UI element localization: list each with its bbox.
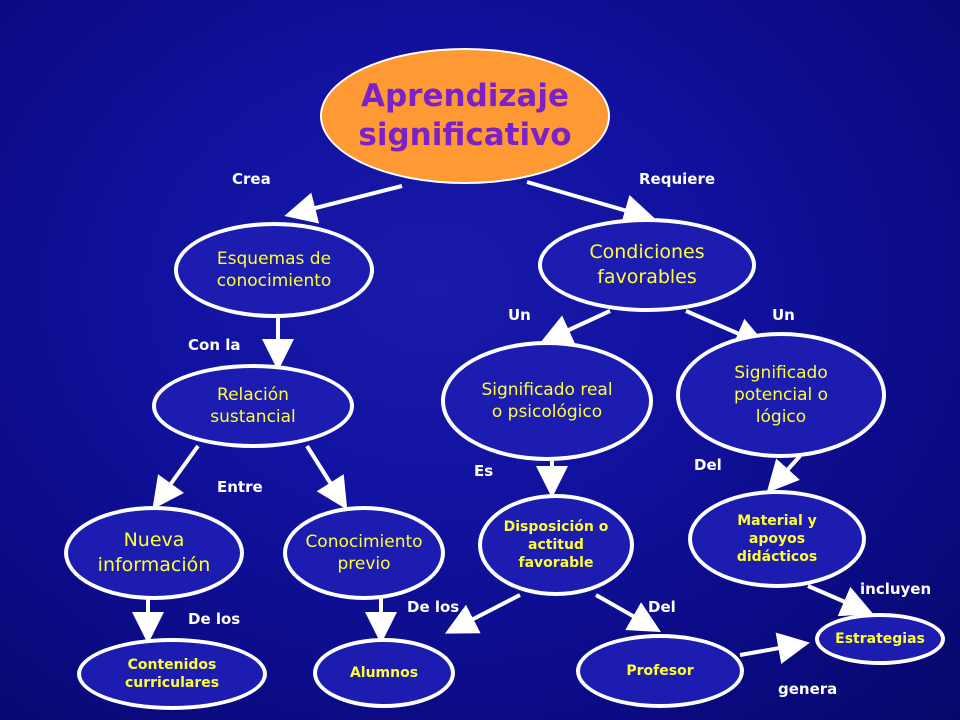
node-condiciones-text: Condiciones favorables xyxy=(589,241,705,288)
label-del-profesor: Del xyxy=(648,598,676,616)
label-un-right: Un xyxy=(772,306,795,324)
arrow-disposicion-to-profesor xyxy=(595,593,661,632)
label-entre: Entre xyxy=(217,478,263,496)
node-conocimiento-previo: Conocimiento previo xyxy=(283,506,445,600)
node-alumnos-text: Alumnos xyxy=(349,664,419,681)
node-material-text: Material y apoyos didácticos xyxy=(736,512,818,566)
node-nueva-text: Nueva información xyxy=(97,529,211,576)
arrow-relacion-to-nueva xyxy=(152,444,200,510)
node-aprendizaje-significativo: Aprendizaje significativo xyxy=(320,48,610,184)
arrow-main-to-condiciones xyxy=(526,180,656,226)
node-contenidos-text: Contenidos curriculares xyxy=(124,656,220,691)
node-disposicion-text: Disposición o actitud favorable xyxy=(503,518,609,572)
node-alumnos: Alumnos xyxy=(313,638,455,708)
label-crea: Crea xyxy=(232,170,271,188)
node-aprendizaje-significativo-text: Aprendizaje significativo xyxy=(358,78,572,153)
node-material-apoyos: Material y apoyos didácticos xyxy=(688,490,866,588)
label-incluyen: incluyen xyxy=(860,580,932,598)
arrow-disposicion-to-alumnos xyxy=(444,593,521,634)
node-profesor: Profesor xyxy=(576,634,744,708)
node-profesor-text: Profesor xyxy=(626,662,694,679)
label-con-la: Con la xyxy=(188,336,241,354)
node-estrategias-text: Estrategias xyxy=(835,630,925,647)
node-esquemas-de-conocimiento: Esquemas de conocimiento xyxy=(174,222,374,318)
node-significado-real-text: Significado real o psicológico xyxy=(481,379,613,422)
arrow-material-to-estrategias xyxy=(807,584,874,617)
node-condiciones-favorables: Condiciones favorables xyxy=(538,218,756,312)
arrow-sig-potencial-to-material xyxy=(766,454,802,493)
arrow-relacion-to-conocimiento xyxy=(305,444,348,510)
node-esquemas-text: Esquemas de conocimiento xyxy=(216,248,332,291)
label-de-los-alumnos: De los xyxy=(407,598,460,616)
arrow-main-to-esquemas xyxy=(284,184,403,224)
node-disposicion-actitud: Disposición o actitud favorable xyxy=(478,494,634,596)
node-estrategias: Estrategias xyxy=(815,613,945,665)
node-conocimiento-text: Conocimiento previo xyxy=(305,531,423,574)
label-del-material: Del xyxy=(694,456,722,474)
node-significado-real: Significado real o psicológico xyxy=(441,341,653,461)
node-significado-potencial-text: Significado potencial o lógico xyxy=(733,362,829,428)
label-de-los-contenidos: De los xyxy=(188,610,241,628)
label-requiere: Requiere xyxy=(639,170,716,188)
label-genera: genera xyxy=(778,680,838,698)
arrow-profesor-to-estrategias xyxy=(739,632,810,664)
label-es: Es xyxy=(474,462,494,480)
label-un-left: Un xyxy=(508,306,531,324)
arrow-condiciones-to-sig-real xyxy=(539,309,611,345)
node-relacion-text: Relación sustancial xyxy=(210,384,296,427)
node-contenidos-curriculares: Contenidos curriculares xyxy=(77,638,267,710)
node-nueva-informacion: Nueva información xyxy=(64,506,244,600)
node-significado-potencial: Significado potencial o lógico xyxy=(676,332,886,458)
node-relacion-sustancial: Relación sustancial xyxy=(152,364,354,448)
